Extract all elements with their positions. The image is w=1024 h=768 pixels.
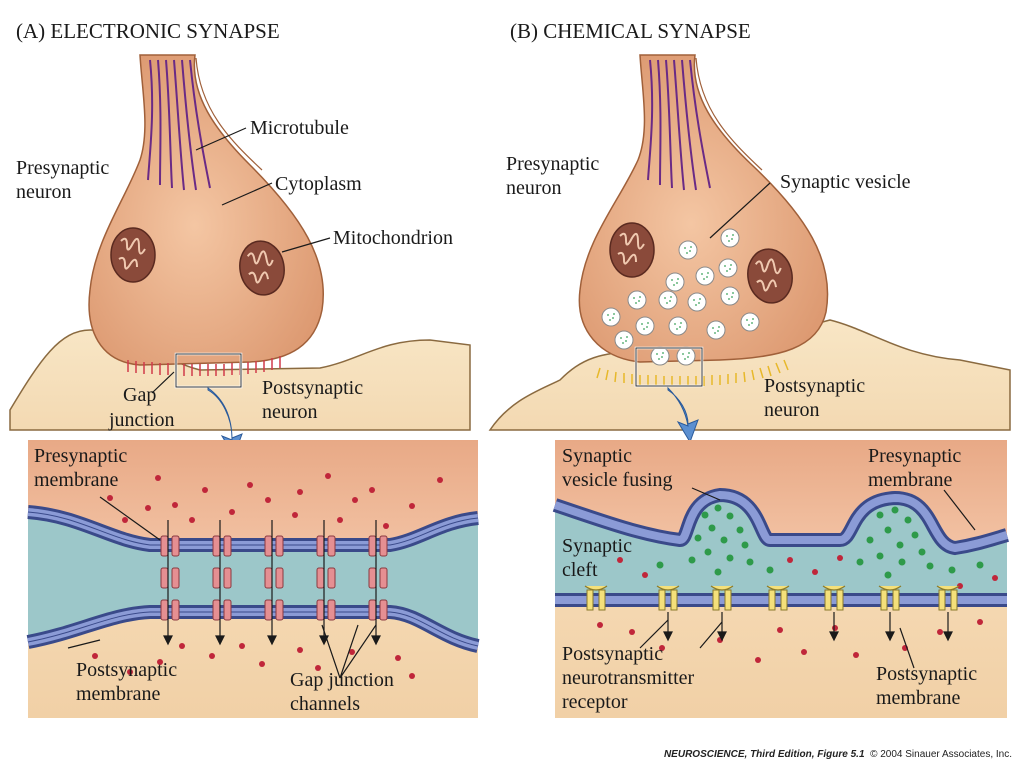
label-gap-junction-1: Gap bbox=[123, 384, 156, 406]
label-a-postsynaptic-neuron-1: Postsynaptic bbox=[262, 377, 363, 399]
label-b-presynaptic-membrane-1: Presynaptic bbox=[868, 445, 961, 467]
label-mitochondrion: Mitochondrion bbox=[333, 227, 453, 249]
panel-a-mitochondrion-left bbox=[110, 227, 156, 283]
label-vesicle-fusing-2: vesicle fusing bbox=[562, 469, 673, 491]
panel-a-title: (A) ELECTRONIC SYNAPSE bbox=[16, 19, 280, 43]
label-b-postsynaptic-membrane-1: Postsynaptic bbox=[876, 663, 977, 685]
label-microtubule: Microtubule bbox=[250, 117, 349, 139]
leader-lines bbox=[67, 127, 976, 679]
panel-b-cleft bbox=[555, 495, 1007, 600]
label-a-postsynaptic-membrane-1: Postsynaptic bbox=[76, 659, 177, 681]
panel-b-receptor-arrows bbox=[663, 612, 953, 642]
panel-a-ions bbox=[92, 473, 443, 679]
label-cytoplasm: Cytoplasm bbox=[275, 173, 362, 195]
figure-credit: NEUROSCIENCE, Third Edition, Figure 5.1 … bbox=[664, 749, 1012, 760]
label-a-postsynaptic-neuron-2: neuron bbox=[262, 401, 318, 423]
panel-a-ion-flow-arrows bbox=[163, 520, 381, 646]
panel-b-zoom-panel bbox=[552, 440, 1009, 718]
label-b-presynaptic-neuron-2: neuron bbox=[506, 177, 562, 199]
label-gap-junction-channels-1: Gap junction bbox=[290, 669, 394, 691]
panel-b-neurotransmitters bbox=[656, 504, 984, 579]
label-receptor-3: receptor bbox=[562, 691, 628, 713]
panel-a-microtubules bbox=[147, 59, 211, 191]
label-a-presynaptic-neuron-1: Presynaptic bbox=[16, 157, 109, 179]
label-gap-junction-2: junction bbox=[108, 409, 175, 431]
label-b-presynaptic-membrane-2: membrane bbox=[868, 469, 953, 491]
label-synaptic-cleft-2: cleft bbox=[562, 559, 598, 581]
label-a-presynaptic-membrane-1: Presynaptic bbox=[34, 445, 127, 467]
panel-b-zoom-arrow bbox=[667, 386, 699, 444]
panel-b-microtubules bbox=[647, 59, 711, 191]
label-b-presynaptic-neuron-1: Presynaptic bbox=[506, 153, 599, 175]
label-b-postsynaptic-neuron-1: Postsynaptic bbox=[764, 375, 865, 397]
label-b-postsynaptic-neuron-2: neuron bbox=[764, 399, 820, 421]
panel-b-receptor-ticks bbox=[596, 359, 789, 386]
label-a-presynaptic-neuron-2: neuron bbox=[16, 181, 72, 203]
label-receptor-2: neurotransmitter bbox=[562, 667, 695, 689]
label-gap-junction-channels-2: channels bbox=[290, 693, 360, 715]
panel-a-neuron-drawing bbox=[9, 54, 471, 458]
panel-b-title: (B) CHEMICAL SYNAPSE bbox=[510, 19, 751, 43]
credit-copyright: © 2004 Sinauer Associates, Inc. bbox=[870, 749, 1012, 760]
label-synaptic-vesicle: Synaptic vesicle bbox=[780, 171, 911, 193]
panel-a-presynaptic-neuron bbox=[88, 54, 324, 366]
panel-a-zoom-panel bbox=[26, 440, 480, 718]
label-vesicle-fusing-1: Synaptic bbox=[562, 445, 632, 467]
label-a-postsynaptic-membrane-2: membrane bbox=[76, 683, 161, 705]
label-a-presynaptic-membrane-2: membrane bbox=[34, 469, 119, 491]
credit-book: NEUROSCIENCE, Third Edition, Figure 5.1 bbox=[663, 749, 865, 760]
panel-b-neuron-drawing bbox=[488, 54, 1011, 444]
label-synaptic-cleft-1: Synaptic bbox=[562, 535, 632, 557]
label-b-postsynaptic-membrane-2: membrane bbox=[876, 687, 961, 709]
label-receptor-1: Postsynaptic bbox=[562, 643, 663, 665]
panel-b-mitochondrion-left bbox=[609, 222, 655, 278]
